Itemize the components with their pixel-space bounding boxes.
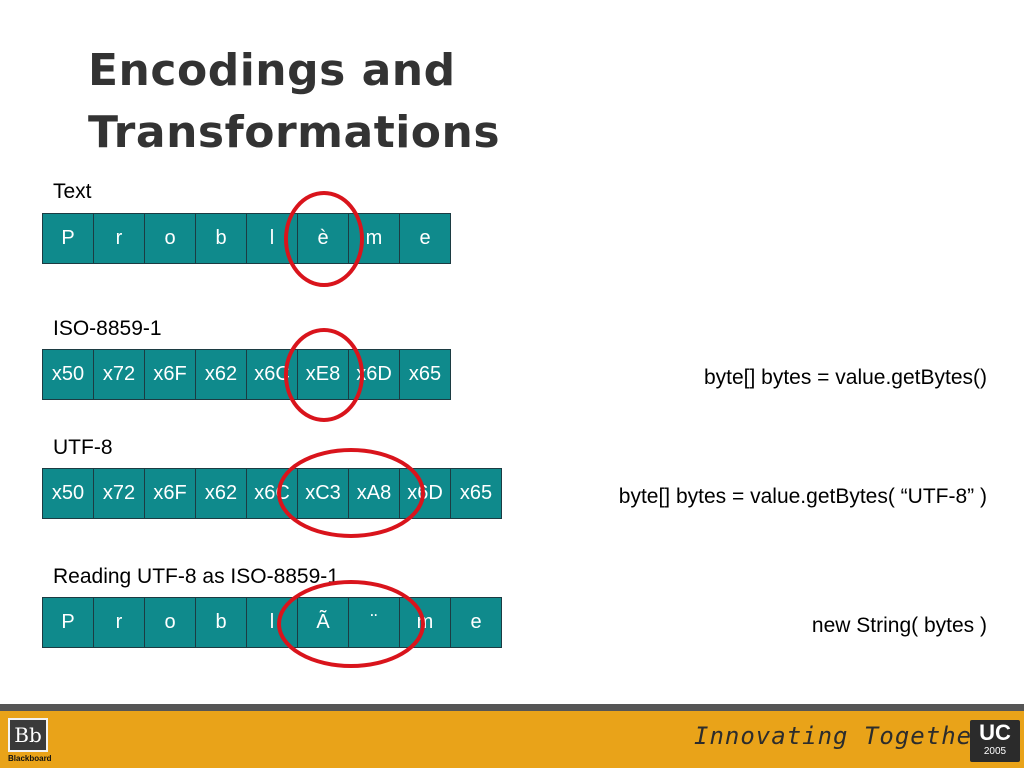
utf8-byte-cell: x72 xyxy=(94,468,145,519)
utf8-cells: x50 x72 x6F x62 x6C xC3 xA8 x6D x65 xyxy=(42,468,502,519)
slide-title: Encodings and Transformations xyxy=(88,40,788,164)
row-label-utf8: UTF-8 xyxy=(53,436,113,459)
utf8-byte-cell: xC3 xyxy=(298,468,349,519)
utf8-byte-cell: x6F xyxy=(145,468,196,519)
misread-cell: l xyxy=(247,597,298,648)
footer-tagline: Innovating Together. xyxy=(694,722,1003,750)
blackboard-logo: Bb Blackboard xyxy=(8,718,56,766)
text-cell: m xyxy=(349,213,400,264)
misread-cell: ¨ xyxy=(349,597,400,648)
slide-title-line-2: Transformations xyxy=(88,107,501,158)
utf8-byte-cell: x6D xyxy=(400,468,451,519)
iso-code-snippet: byte[] bytes = value.getBytes() xyxy=(703,366,987,389)
row-label-text: Text xyxy=(53,180,92,203)
misread-cell: Ã xyxy=(298,597,349,648)
text-cell: è xyxy=(298,213,349,264)
text-cells: P r o b l è m e xyxy=(42,213,451,264)
misread-cell: P xyxy=(43,597,94,648)
text-cell: o xyxy=(145,213,196,264)
row-label-iso: ISO-8859-1 xyxy=(53,317,162,340)
uc-2005-logo: UC 2005 xyxy=(970,720,1020,762)
misread-cell: e xyxy=(451,597,502,648)
iso-byte-cell: x62 xyxy=(196,349,247,400)
uc-logo-year: 2005 xyxy=(983,746,1007,757)
utf8-code-snippet: byte[] bytes = value.getBytes( “UTF-8” ) xyxy=(618,485,987,508)
iso-byte-cell: x6C xyxy=(247,349,298,400)
slide-title-line-1: Encodings and xyxy=(88,45,456,96)
footer-bar xyxy=(0,704,1024,768)
misread-cells: P r o b l Ã ¨ m e xyxy=(42,597,502,648)
utf8-byte-cell: xA8 xyxy=(349,468,400,519)
iso-byte-cell: x50 xyxy=(43,349,94,400)
misread-cell: m xyxy=(400,597,451,648)
misread-code-snippet: new String( bytes ) xyxy=(811,614,987,637)
utf8-byte-cell: x6C xyxy=(247,468,298,519)
iso-byte-cell: x65 xyxy=(400,349,451,400)
row-label-misread: Reading UTF-8 as ISO-8859-1 xyxy=(53,565,339,588)
text-cell: l xyxy=(247,213,298,264)
misread-cell: o xyxy=(145,597,196,648)
iso-byte-cell: x72 xyxy=(94,349,145,400)
text-cell: b xyxy=(196,213,247,264)
iso-cells: x50 x72 x6F x62 x6C xE8 x6D x65 xyxy=(42,349,451,400)
utf8-byte-cell: x65 xyxy=(451,468,502,519)
misread-cell: r xyxy=(94,597,145,648)
iso-byte-cell: x6F xyxy=(145,349,196,400)
misread-cell: b xyxy=(196,597,247,648)
text-cell: r xyxy=(94,213,145,264)
uc-logo-text: UC xyxy=(979,720,1011,745)
bb-mark-icon: Bb xyxy=(8,718,48,752)
text-cell: e xyxy=(400,213,451,264)
iso-byte-cell: xE8 xyxy=(298,349,349,400)
utf8-byte-cell: x62 xyxy=(196,468,247,519)
iso-byte-cell: x6D xyxy=(349,349,400,400)
text-cell: P xyxy=(43,213,94,264)
utf8-byte-cell: x50 xyxy=(43,468,94,519)
blackboard-wordmark: Blackboard xyxy=(8,754,52,763)
